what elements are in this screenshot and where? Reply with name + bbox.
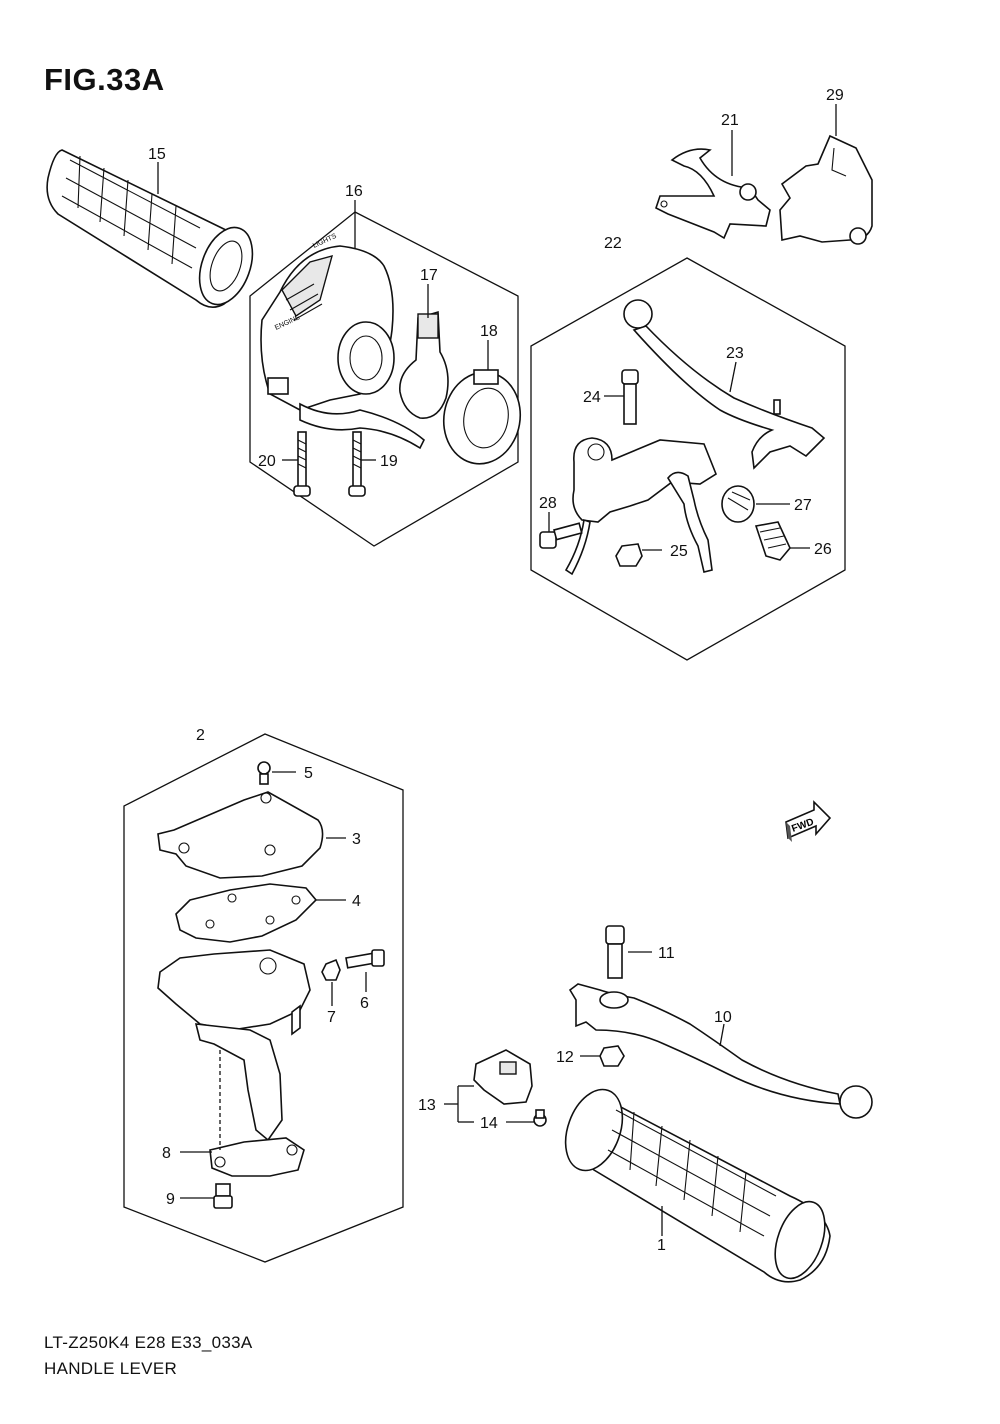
callout-8: 8: [162, 1145, 171, 1162]
part-20-screw: [293, 431, 311, 497]
part-16-switch-housing: ENGINE LIGHTS: [260, 233, 425, 450]
fwd-arrow-icon: FWD: [785, 800, 832, 842]
part-25-nut: [615, 543, 643, 567]
callout-10: 10: [714, 1009, 732, 1026]
part-7-nut: [321, 958, 341, 981]
callout-11: 11: [658, 945, 675, 962]
callout-4: 4: [352, 893, 361, 910]
callout-1: 1: [657, 1237, 666, 1254]
part-24-pin: [621, 369, 639, 425]
group-box-2: [123, 733, 404, 1263]
callout-12: 12: [556, 1049, 574, 1066]
part-5-screw: [257, 761, 271, 785]
part-17-clip: [399, 310, 449, 419]
part-28-bolt: [539, 522, 583, 549]
callout-23: 23: [726, 345, 744, 362]
part-14-screw: [533, 1109, 547, 1127]
callout-29: 29: [826, 87, 844, 104]
part-10-lever: [568, 983, 873, 1119]
part-18-ring-clamp: [442, 369, 522, 465]
callout-26: 26: [814, 541, 832, 558]
part-12-nut: [599, 1045, 625, 1067]
callout-6: 6: [360, 995, 369, 1012]
callout-24: 24: [583, 389, 601, 406]
part-6-bolt: [345, 949, 385, 969]
callout-16: 16: [345, 183, 363, 200]
callout-7: 7: [327, 1009, 336, 1026]
callout-18: 18: [480, 323, 498, 340]
part-15-left-grip: [46, 149, 254, 308]
part-27-switch: [721, 485, 755, 523]
callout-labels: 1 2 3 4 5 6 7 8 9 10 11 12 13 14 15 16 1…: [148, 87, 844, 1254]
callout-15: 15: [148, 146, 166, 163]
group-box-22: [530, 257, 846, 661]
model-code: LT-Z250K4 E28 E33_033A: [44, 1333, 253, 1352]
callout-3: 3: [352, 831, 361, 848]
callout-21: 21: [721, 112, 739, 129]
part-11-pin: [605, 925, 625, 979]
part-19-screw: [348, 431, 366, 497]
assembly-name: HANDLE LEVER: [44, 1359, 178, 1378]
callout-13: 13: [418, 1097, 436, 1114]
callout-20: 20: [258, 453, 276, 470]
part-9-bolt: [213, 1183, 233, 1209]
callout-25: 25: [670, 543, 688, 560]
part-8-plate: [209, 1137, 305, 1177]
callout-14: 14: [480, 1115, 498, 1132]
callout-5: 5: [304, 765, 313, 782]
callout-9: 9: [166, 1191, 175, 1208]
part-26-clip: [754, 521, 791, 561]
group-box-16: [249, 211, 519, 547]
part-21-bracket: [655, 148, 771, 240]
callout-2: 2: [196, 727, 205, 744]
part-2-master-cylinder-body: [157, 949, 311, 1142]
part-4-diaphragm: [175, 883, 318, 943]
callout-28: 28: [539, 495, 557, 512]
callout-19: 19: [380, 453, 398, 470]
callout-27: 27: [794, 497, 812, 514]
part-29-housing: [779, 134, 873, 245]
part-3-cover: [157, 791, 324, 879]
callout-17: 17: [420, 267, 438, 284]
part-1-right-grip: [564, 1088, 831, 1283]
figure-title: FIG.33A: [44, 62, 165, 97]
callout-22: 22: [604, 235, 622, 252]
part-13-switch: [473, 1049, 533, 1105]
part-23-lever: [623, 299, 826, 470]
